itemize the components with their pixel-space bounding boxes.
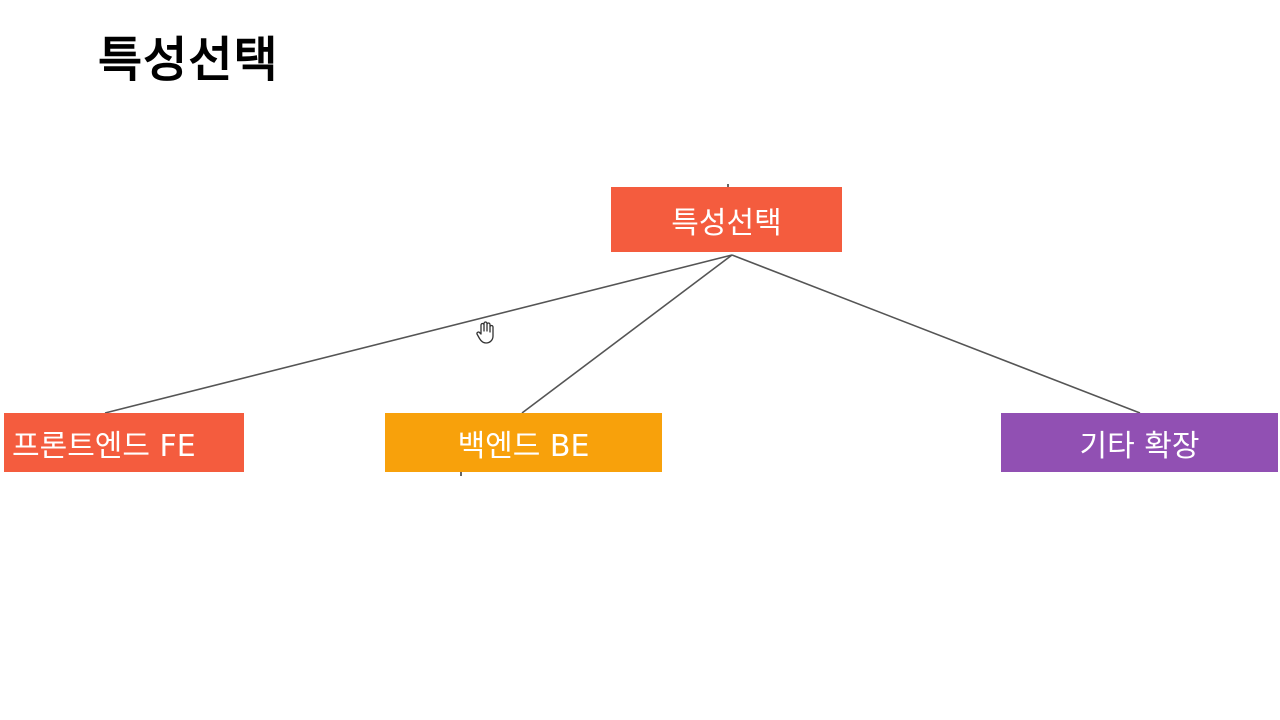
node-root-label: 특성선택 [671, 205, 782, 241]
node-frontend: 프론트엔드 FE [4, 413, 244, 472]
hand-pointer-icon [476, 321, 494, 344]
node-backend: 백엔드 BE [385, 413, 662, 472]
node-backend-label: 백엔드 BE [457, 428, 590, 464]
node-extension: 기타 확장 [1001, 413, 1278, 472]
node-frontend-label: 프론트엔드 FE [12, 428, 196, 464]
node-extension-label: 기타 확장 [1079, 428, 1200, 464]
edge-root-extension [731, 254, 1141, 414]
slide-title: 특성선택 [98, 32, 279, 88]
edge-root-backend [521, 254, 733, 414]
node-root: 특성선택 [611, 187, 842, 252]
edge-root-frontend [104, 254, 733, 414]
